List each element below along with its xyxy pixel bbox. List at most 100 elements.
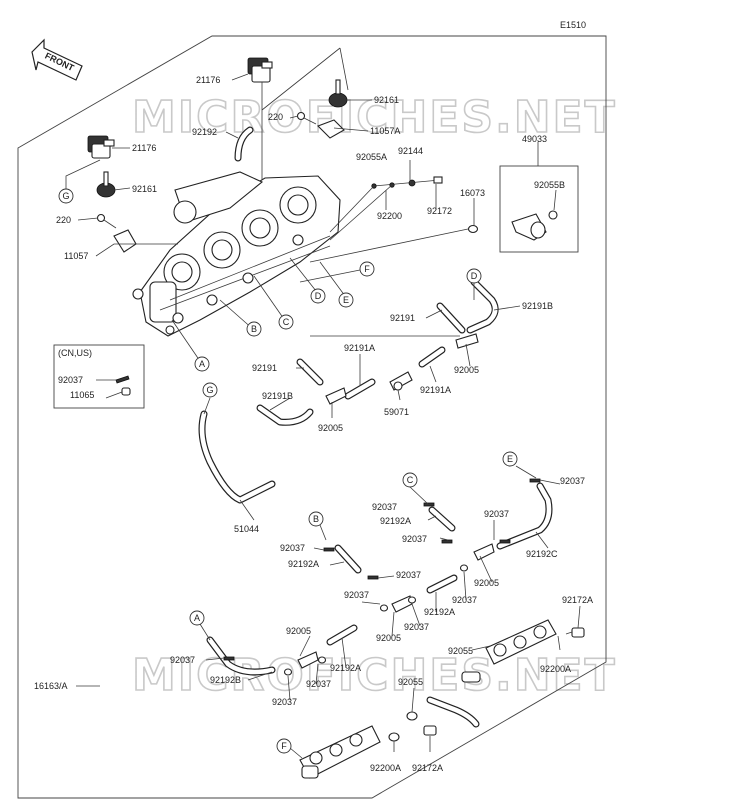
svg-text:D: D bbox=[315, 291, 322, 301]
oring-16073 bbox=[467, 224, 479, 234]
circle-ref-C-lower: C bbox=[402, 472, 418, 488]
region-note: (CN,US) bbox=[58, 348, 92, 358]
label-92005-r2: 92005 bbox=[474, 578, 499, 588]
label-92005-l: 92005 bbox=[286, 626, 311, 636]
circle-ref-D-mid: D bbox=[310, 288, 326, 304]
label-92037-l3: 92037 bbox=[272, 697, 297, 707]
front-arrow-icon: FRONT bbox=[31, 38, 83, 81]
watermark-bottom: MICROFICHES.NET bbox=[132, 650, 617, 701]
label-92055-c: 92055 bbox=[398, 677, 423, 687]
circle-ref-G-hose: G bbox=[202, 382, 218, 398]
svg-text:A: A bbox=[199, 359, 205, 369]
label-11057: 11057 bbox=[64, 251, 88, 261]
label-21176-top: 21176 bbox=[196, 75, 220, 85]
grommet-92161-top bbox=[328, 79, 348, 108]
label-92191-a: 92191 bbox=[390, 313, 415, 323]
cap-11065 bbox=[121, 387, 131, 396]
svg-text:F: F bbox=[364, 264, 370, 274]
svg-text:A: A bbox=[194, 613, 200, 623]
svg-text:G: G bbox=[62, 191, 69, 201]
label-16163A: 16163/A bbox=[34, 681, 68, 691]
svg-text:B: B bbox=[313, 514, 319, 524]
label-49033: 49033 bbox=[522, 134, 547, 144]
circle-ref-A-mid: A bbox=[194, 356, 210, 372]
fitting-59071 bbox=[389, 371, 413, 391]
label-92200A-b: 92200A bbox=[370, 763, 401, 773]
label-92192: 92192 bbox=[192, 127, 217, 137]
label-92192A-b: 92192A bbox=[288, 559, 319, 569]
label-11065: 11065 bbox=[70, 390, 94, 400]
svg-text:E: E bbox=[507, 454, 513, 464]
label-92037-m2: 92037 bbox=[452, 595, 477, 605]
label-92172A-b: 92172A bbox=[412, 763, 443, 773]
bolt-92172a-bottom bbox=[423, 725, 437, 736]
sensor-49033 bbox=[511, 210, 558, 241]
svg-text:C: C bbox=[407, 475, 414, 485]
label-92161-left: 92161 bbox=[132, 184, 157, 194]
joint-92005-r2 bbox=[473, 543, 495, 561]
fuel-rail-left bbox=[299, 725, 381, 779]
svg-text:B: B bbox=[251, 324, 257, 334]
label-92172: 92172 bbox=[427, 206, 452, 216]
label-59071: 59071 bbox=[384, 407, 409, 417]
part-labels: 21176 92161 220 11057A 92192 21176 92161… bbox=[34, 75, 593, 773]
circle-ref-C-mid: C bbox=[278, 314, 294, 330]
label-92191A-top: 92191A bbox=[344, 343, 375, 353]
circle-ref-F-lower: F bbox=[276, 738, 292, 754]
joint-92005-left bbox=[325, 387, 347, 405]
clip-92037-cn bbox=[115, 375, 130, 384]
circle-ref-E-lower: E bbox=[502, 451, 518, 467]
label-16073: 16073 bbox=[460, 188, 485, 198]
circle-ref-A-lower: A bbox=[189, 610, 205, 626]
label-92005-right: 92005 bbox=[454, 365, 479, 375]
label-92192A-m: 92192A bbox=[424, 607, 455, 617]
label-92037-m1: 92037 bbox=[344, 590, 369, 600]
circle-ref-B-mid: B bbox=[246, 321, 262, 337]
label-92161-top: 92161 bbox=[374, 95, 399, 105]
label-92005-left: 92005 bbox=[318, 423, 343, 433]
label-92191B-left: 92191B bbox=[262, 391, 293, 401]
map-sensor-top bbox=[247, 57, 273, 83]
diagram-code: E1510 bbox=[560, 20, 586, 30]
assembly-frame bbox=[17, 35, 607, 799]
label-92037-a: 92037 bbox=[170, 655, 195, 665]
label-92172A-r: 92172A bbox=[562, 595, 593, 605]
bracket-11057 bbox=[113, 229, 137, 253]
circle-ref-G-top: G bbox=[58, 188, 74, 204]
throttle-body-assembly bbox=[132, 171, 341, 337]
svg-text:E: E bbox=[343, 295, 349, 305]
bracket-11057a bbox=[317, 119, 345, 139]
label-92191B-right: 92191B bbox=[522, 301, 553, 311]
grommet-92161-left bbox=[96, 171, 116, 198]
label-92192A-l: 92192A bbox=[330, 663, 361, 673]
label-92037-b2: 92037 bbox=[396, 570, 421, 580]
bolt-220-left bbox=[96, 213, 117, 229]
label-92037-cn: 92037 bbox=[58, 375, 83, 385]
label-92192C: 92192C bbox=[526, 549, 558, 559]
label-92055A: 92055A bbox=[356, 152, 387, 162]
joint-92005-right bbox=[455, 333, 479, 349]
label-92037-c2: 92037 bbox=[402, 534, 427, 544]
label-92037-b: 92037 bbox=[280, 543, 305, 553]
circle-ref-E-mid: E bbox=[338, 292, 354, 308]
label-92037-l2: 92037 bbox=[306, 679, 331, 689]
fastener-row bbox=[371, 176, 443, 189]
label-92192B-a: 92192B bbox=[210, 675, 241, 685]
label-92037-e: 92037 bbox=[560, 476, 585, 486]
label-51044: 51044 bbox=[234, 524, 259, 534]
sensor-box bbox=[499, 165, 579, 253]
label-92055B: 92055B bbox=[534, 180, 565, 190]
label-92037-m3: 92037 bbox=[404, 622, 429, 632]
svg-text:C: C bbox=[283, 317, 290, 327]
fuel-rail-right bbox=[461, 619, 557, 683]
label-92200A-r: 92200A bbox=[540, 664, 571, 674]
label-92037-r: 92037 bbox=[484, 509, 509, 519]
watermark-top: MICROFICHES.NET bbox=[132, 92, 617, 143]
label-92055-r: 92055 bbox=[448, 646, 473, 656]
label-220-left: 220 bbox=[56, 215, 71, 225]
label-220-top: 220 bbox=[268, 112, 283, 122]
lower-orings bbox=[283, 564, 469, 742]
label-92037-c1: 92037 bbox=[372, 502, 397, 512]
map-sensor-left bbox=[87, 135, 115, 159]
